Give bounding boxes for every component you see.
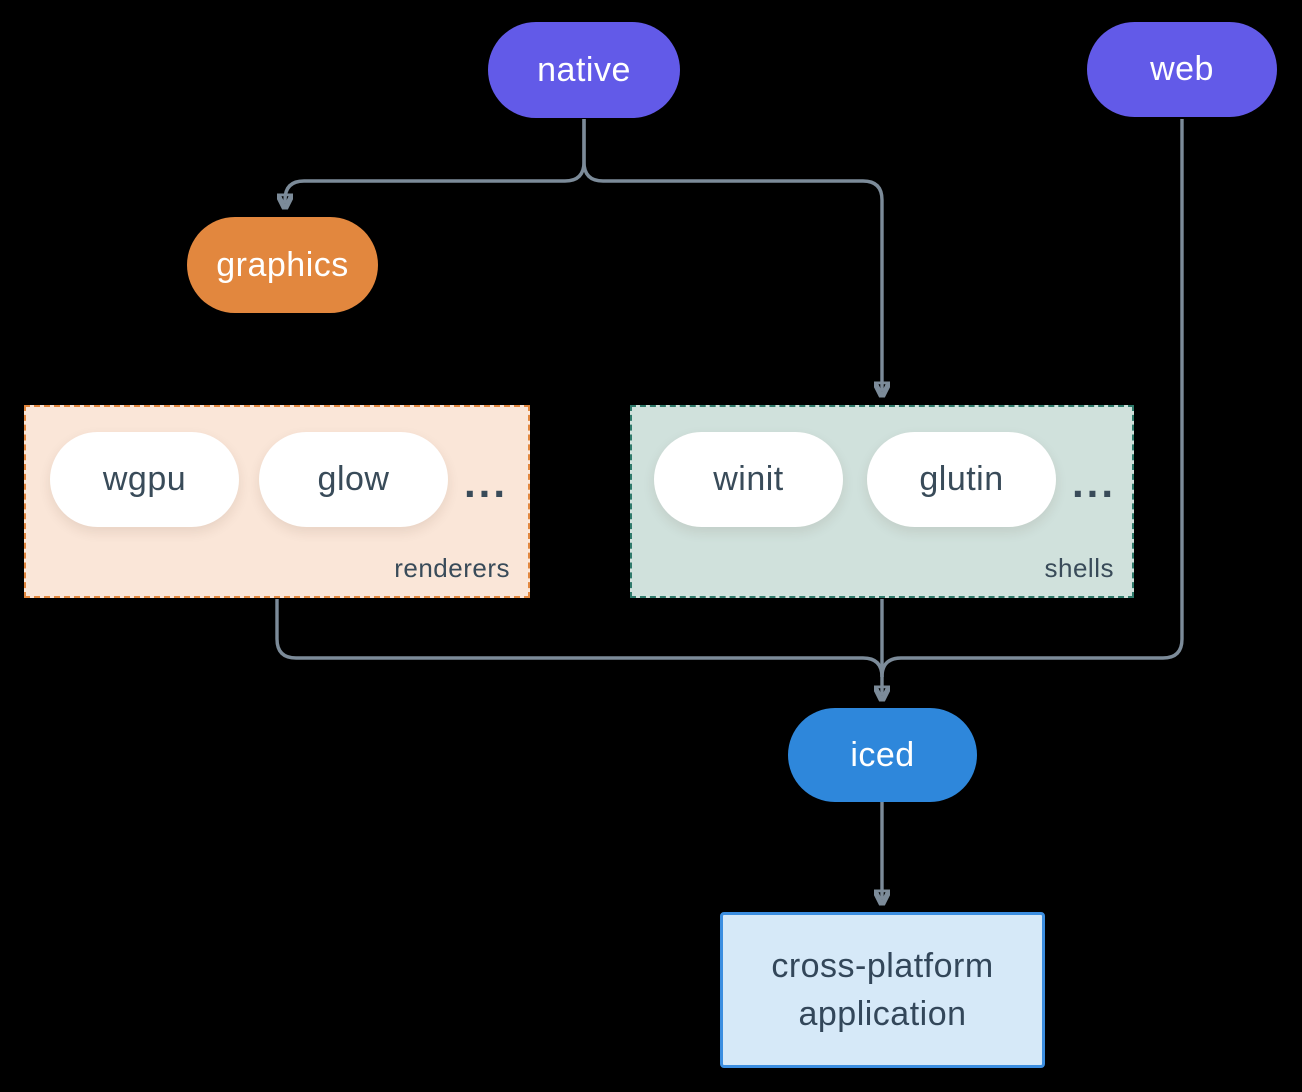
shells-group-label: shells — [1044, 553, 1114, 583]
group-renderers: wgpu glow ... renderers — [24, 405, 530, 598]
app-label-line1: cross-platform — [771, 947, 994, 985]
edge-native-to-shells — [582, 119, 882, 391]
node-web-label: web — [1150, 50, 1214, 88]
node-graphics: graphics — [187, 217, 378, 313]
app-label-line2: application — [798, 995, 967, 1033]
node-wgpu-label: wgpu — [102, 460, 187, 498]
node-glow-label: glow — [317, 460, 390, 498]
node-glutin-label: glutin — [919, 460, 1004, 498]
edge-web-to-junction — [880, 119, 1184, 678]
edge-renderers-to-junction — [275, 599, 884, 678]
renderers-group-label: renderers — [394, 553, 510, 583]
node-cross-platform-application: cross-platform application — [720, 912, 1045, 1068]
renderers-ellipsis: ... — [464, 458, 509, 506]
shells-ellipsis: ... — [1072, 458, 1117, 506]
node-glow: glow — [259, 432, 448, 527]
group-shells: winit glutin ... shells — [630, 405, 1134, 598]
node-winit: winit — [654, 432, 843, 527]
edge-native-to-graphics — [285, 119, 586, 203]
node-iced-label: iced — [850, 735, 915, 774]
node-native-label: native — [537, 50, 631, 89]
node-native: native — [488, 22, 680, 118]
node-winit-label: winit — [713, 460, 784, 498]
node-iced: iced — [788, 708, 977, 802]
node-web: web — [1087, 22, 1277, 117]
node-glutin: glutin — [867, 432, 1056, 527]
node-wgpu: wgpu — [50, 432, 239, 527]
node-graphics-label: graphics — [216, 245, 349, 284]
